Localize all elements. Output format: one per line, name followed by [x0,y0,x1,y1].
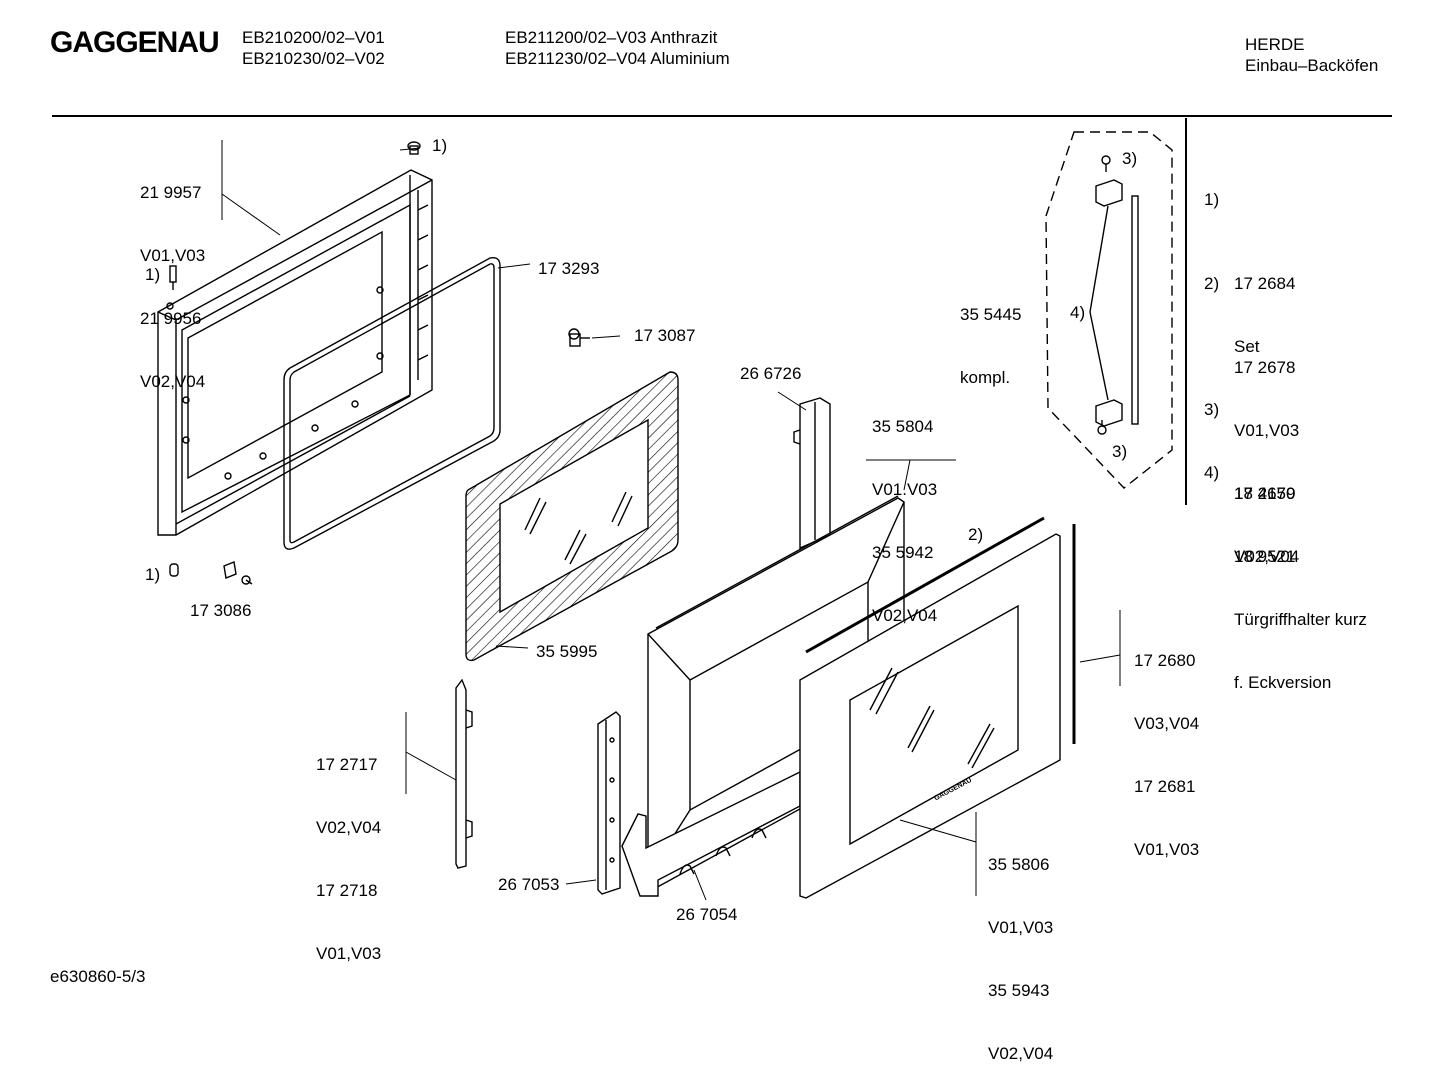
leader-lines [221,140,1121,901]
document-code: e630860-5/3 [50,967,146,986]
label-gasket: 17 3293 [538,259,600,278]
label-line: 17 2681 [1134,777,1196,796]
label-line: 21 9957 [140,183,202,202]
label-bracket: 26 7053 [498,875,560,894]
label-handle-kit: 35 5445 kompl. [960,262,1021,409]
legend-line: 18 9521 [1234,547,1296,566]
label-line: 35 5943 [988,981,1050,1000]
legend-line: Türgriffhalter kurz [1234,610,1367,629]
label-line: V01,V03 [988,918,1054,937]
brand-logo: GAGGENAU [50,26,220,59]
label-line: V01,V03 [1134,840,1200,859]
label-line: V01,V03 [140,246,206,265]
label-line: 17 2718 [316,881,378,900]
label-note-left: 1) [145,265,161,284]
label-line: 17 2717 [316,755,378,774]
label-front-glass: 35 5806 V01,V03 35 5943 V02,V04 [988,812,1053,1085]
legend-line: V01,V03 [1234,421,1300,440]
legend-line: Set [1234,337,1260,356]
legend-line: 17 2679 [1234,484,1296,503]
door-frame [157,169,433,536]
label-line: V02,V04 [988,1044,1054,1063]
legend-item: 1) 17 2684 Set [1204,168,1295,356]
label-handle-holder: 4) [1070,303,1086,322]
door-gasket [283,256,501,550]
legend-item: 3) 18 4150 [1204,378,1295,503]
top-strip [805,516,1045,654]
legend-line: V02,V04 [1234,547,1300,566]
model-line: EB210230/02–V02 [242,49,385,68]
label-clip: 17 3086 [190,601,252,620]
inner-glass [465,371,679,662]
label-line: kompl. [960,368,1011,387]
model-list-2: EB211200/02–V03 Anthrazit EB211230/02–V0… [505,27,730,69]
legend-key: 3) [1204,400,1220,419]
exploded-view-drawing [52,115,1392,901]
legend-line: 17 2684 [1234,274,1296,293]
front-glass [799,533,1061,899]
label-handle-screw-top: 3) [1122,149,1138,168]
label-note-bottom: 1) [145,565,161,584]
label-line: 35 5806 [988,855,1050,874]
label-line: V02,V04 [140,372,206,391]
legend-item: 4) 18 9521 Türgriffhalter kurz f. Eckver… [1204,441,1367,692]
label-frame: 21 9957 V01,V03 21 9956 V02,V04 [140,140,205,413]
label-rail: 26 6726 [740,364,802,383]
label-mid-frame: 35 5804 V01.V03 35 5942 V02,V04 [872,374,937,647]
label-line: 17 2680 [1134,651,1196,670]
label-line: V01.V03 [872,480,938,499]
vertical-rail [793,397,831,550]
label-line: 35 5445 [960,305,1022,324]
model-line: EB210200/02–V01 [242,28,385,47]
label-bottom-rail: 26 7054 [676,905,738,924]
small-parts [169,141,590,585]
model-list-1: EB210200/02–V01 EB210230/02–V02 [242,27,385,69]
legend-key: 4) [1204,463,1220,482]
label-line: V03,V04 [1134,714,1200,733]
category-block: HERDE Einbau–Backöfen [1245,34,1378,76]
category-line: HERDE [1245,35,1305,54]
label-inner-glass: 35 5995 [536,642,598,661]
legend: 1) 17 2684 Set 2) 17 2678 V01,V03 17 267… [1204,126,1367,692]
bracket [597,711,621,895]
label-side-strip: 17 2680 V03,V04 17 2681 V01,V03 [1134,608,1199,881]
category-line: Einbau–Backöfen [1245,56,1379,75]
label-line: 35 5942 [872,543,934,562]
legend-line: 17 2678 [1234,358,1296,377]
legend-line: 18 4150 [1234,484,1296,503]
label-line: 21 9956 [140,309,202,328]
legend-item: 2) 17 2678 V01,V03 17 2679 V02,V04 [1204,252,1299,566]
label-line: V01,V03 [316,944,382,963]
label-line: V02,V04 [872,606,938,625]
side-profile [455,678,473,869]
label-handle-screw-bottom: 3) [1112,442,1128,461]
handle-kit [1045,131,1173,489]
label-line: 35 5804 [872,417,934,436]
label-line: V02,V04 [316,818,382,837]
label-screw: 17 3087 [634,326,696,345]
model-line: EB211200/02–V03 Anthrazit [505,28,718,47]
label-top-strip: 2) [968,525,984,544]
label-side-profile: 17 2717 V02,V04 17 2718 V01,V03 [316,712,381,985]
legend-key: 1) [1204,190,1220,209]
legend-key: 2) [1204,274,1220,293]
legend-line: f. Eckversion [1234,673,1332,692]
label-note-top: 1) [432,136,448,155]
model-line: EB211230/02–V04 Aluminium [505,49,730,68]
